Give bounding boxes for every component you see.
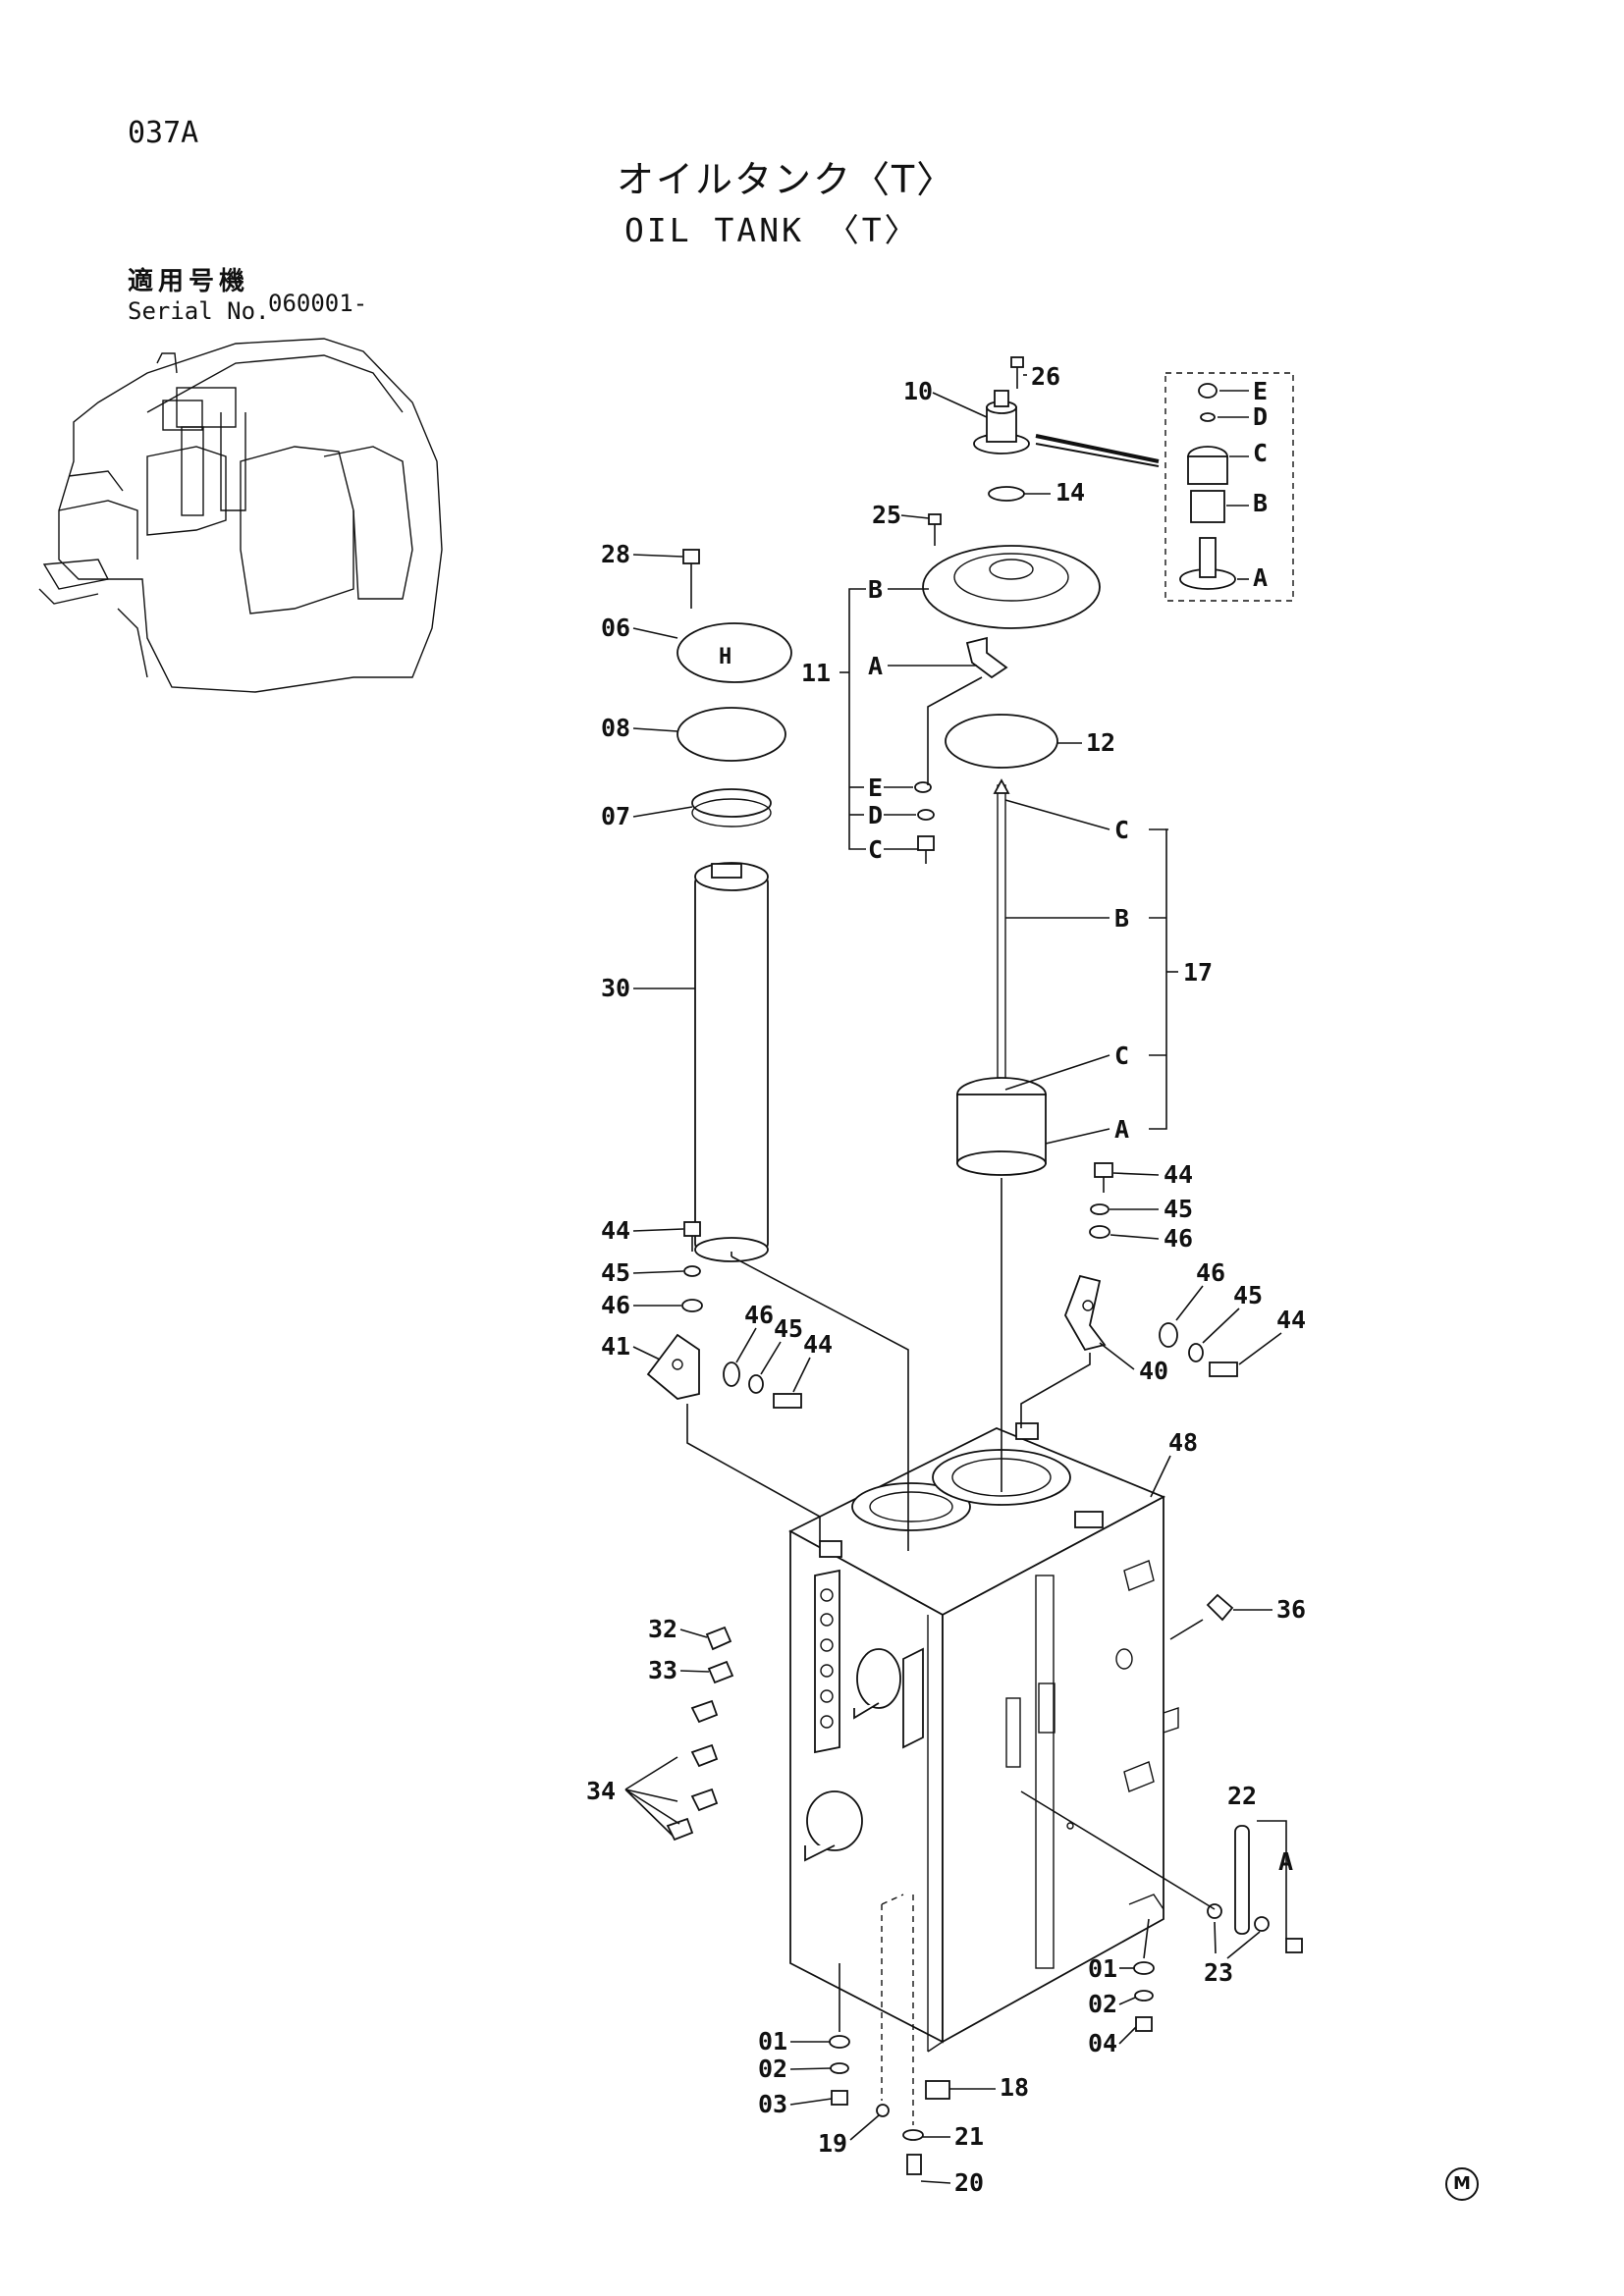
callout-12: 12 [1086,728,1115,757]
callout-11-b: B [868,575,883,604]
callout-48: 48 [1168,1428,1198,1457]
page-code: 037A [128,116,199,150]
callout-03: 03 [758,2090,787,2118]
part-10-detail-box [1164,372,1294,602]
callout-14: 14 [1056,478,1085,507]
callout-28: 28 [601,540,630,568]
callout-17-c-top: C [1114,816,1129,844]
callout-18: 18 [1000,2073,1029,2102]
callout-20: 20 [954,2168,984,2197]
callout-17: 17 [1183,958,1213,987]
callout-06: 06 [601,614,630,642]
callout-11-d: D [868,801,883,829]
callout-44-right-top: 44 [1164,1160,1193,1189]
callout-44-left-bracket: 44 [803,1330,833,1359]
callout-21: 21 [954,2122,984,2151]
detail-10-e: E [1253,377,1268,405]
detail-10-d: D [1253,402,1268,431]
port-block [820,1588,834,1729]
callout-46-left-bracket: 46 [744,1301,774,1329]
callout-01-right: 01 [1088,1954,1117,1983]
callout-44-right-bottom: 44 [1276,1306,1306,1334]
callout-02-left: 02 [758,2055,787,2083]
callout-46-right-top: 46 [1164,1224,1193,1253]
callout-40: 40 [1139,1357,1168,1385]
callout-36: 36 [1276,1595,1306,1624]
callout-17-b: B [1114,904,1129,933]
page-title-english: OIL TANK 〈T〉 [624,211,920,249]
part-illustrations: H [646,356,1303,2175]
callout-45-right-bottom: 45 [1233,1281,1263,1309]
callout-04: 04 [1088,2029,1117,2057]
callout-19: 19 [818,2129,847,2158]
detail-10-b: B [1253,489,1268,517]
callout-02-right: 02 [1088,1990,1117,2018]
callout-25: 25 [872,501,901,529]
marker-symbol: M [1445,2167,1479,2201]
machine-locator-illustration [38,338,443,693]
callout-30: 30 [601,974,630,1002]
callout-23: 23 [1204,1958,1233,1987]
callout-22-a: A [1278,1847,1293,1876]
callout-11: 11 [801,659,831,687]
callout-08: 08 [601,714,630,742]
callout-46-right-bottom: 46 [1196,1258,1225,1287]
callout-33: 33 [648,1656,677,1684]
callout-45-left-bracket: 45 [774,1314,803,1343]
callout-45-left: 45 [601,1258,630,1287]
callout-32: 32 [648,1615,677,1643]
callout-11-c: C [868,835,883,864]
callout-11-e: E [868,774,883,802]
callout-41: 41 [601,1332,630,1361]
callout-11-a: A [868,652,883,680]
serial-label-english: Serial No. [128,297,270,325]
callout-44-left-top: 44 [601,1216,630,1245]
callout-26: 26 [1031,362,1060,391]
detail-10-a: A [1253,563,1268,592]
callout-17-c-bottom: C [1114,1041,1129,1070]
page-title-japanese: オイルタンク〈T〉 [617,158,956,201]
callout-34: 34 [586,1777,616,1805]
serial-label-japanese: 適用号機 [128,267,250,296]
callout-17-a: A [1114,1115,1129,1144]
svg-text:H: H [719,645,731,669]
callout-labels: 26 10 14 25 28 06 08 07 12 30 11 B A E D… [586,362,1306,2197]
callout-07: 07 [601,802,630,830]
callout-10: 10 [903,377,933,405]
callout-45-right-top: 45 [1164,1195,1193,1223]
callout-01-left: 01 [758,2027,787,2056]
callout-brackets [624,588,1287,1939]
callout-46-left: 46 [601,1291,630,1319]
oil-tank-body [788,1422,1179,2053]
callout-22: 22 [1227,1782,1257,1810]
serial-number-range: 060001- [268,290,368,317]
detail-10-c: C [1253,439,1268,467]
